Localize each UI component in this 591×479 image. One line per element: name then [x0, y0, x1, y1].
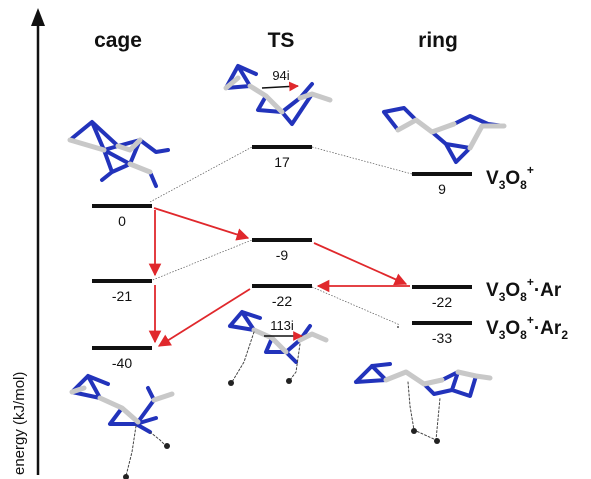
structure-cage-ar2 [69, 374, 175, 479]
column-header-ts: TS [268, 29, 295, 52]
imag-freq-label-ts-ar: 113i [270, 318, 294, 333]
energy-value-ring-ar2: -33 [432, 330, 452, 346]
axis-label: energy (kJ/mol) [11, 372, 28, 475]
species-label-bare: V3O8+ [486, 163, 534, 192]
energy-value-cage-ar: -21 [112, 288, 132, 304]
energy-value-ring-bare: 9 [438, 181, 446, 197]
structure-ts-ar [228, 310, 329, 386]
connector-ts-ring-ar2 [311, 286, 401, 326]
energy-levels [92, 145, 472, 350]
connector-dot [397, 326, 399, 328]
connector-ts-ring-bare [311, 146, 413, 175]
energy-value-cage-ar2: -40 [112, 355, 132, 371]
structure-ts-bare [223, 64, 333, 126]
imag-freq-marker-ts-ar: 113i [264, 318, 303, 341]
energy-value-ts-bare: 17 [274, 154, 290, 170]
imag-freq-marker-ts-bare: 94i [261, 68, 299, 92]
reaction-arrows [148, 207, 410, 347]
energy-value-cage-bare: 0 [118, 213, 126, 229]
structure-ring-ar2 [354, 362, 493, 444]
column-header-ring: ring [418, 29, 458, 52]
arrow-ts-9-to-ring-22 [313, 242, 408, 286]
arrow-cage0-to-ts-9 [153, 207, 250, 241]
column-header-cage: cage [94, 29, 142, 52]
imag-freq-label-ts-bare: 94i [272, 68, 289, 83]
structure-cage-bare [67, 120, 170, 188]
energy-value-ts-ar2: -22 [272, 293, 292, 309]
connector-lines [149, 146, 413, 326]
structure-ring-bare [382, 106, 507, 164]
species-label-ar2: V3O8+·Ar2 [486, 313, 568, 342]
energy-value-ts-ar: -9 [276, 247, 289, 263]
connector-cage-ts-bare [149, 146, 253, 203]
arrow-ts-22-to-cage-40 [157, 288, 251, 347]
energy-value-ring-ar: -22 [432, 294, 452, 310]
connector-cage-ts-ar [149, 239, 253, 282]
energy-axis-arrowhead [31, 8, 45, 26]
species-label-ar: V3O8+·Ar [486, 275, 562, 304]
